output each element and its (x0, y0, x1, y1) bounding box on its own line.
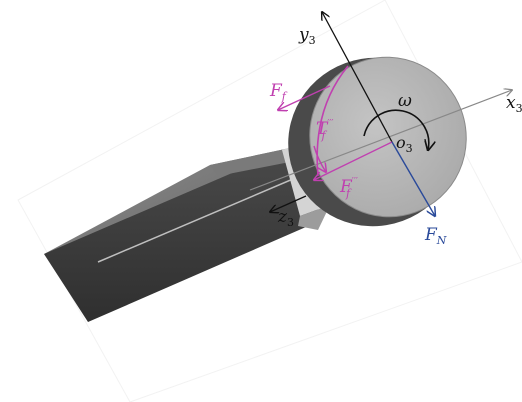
z3-axis (270, 195, 307, 212)
origin-label: o3 (396, 133, 413, 155)
x3-axis (249, 90, 512, 191)
friction-force-arrow (278, 85, 331, 110)
beam-centerline (97, 175, 301, 263)
beam-end-face (210, 148, 300, 176)
omega-rotation-arrow (363, 109, 429, 150)
x3-label: x3 (506, 93, 522, 115)
y3-label: y3 (298, 25, 316, 47)
friction-force-label: Ff (269, 81, 288, 103)
joint-neck-shadow (298, 205, 330, 230)
friction-force-3-label: F′′′f (339, 177, 358, 200)
omega-label: ω (398, 91, 412, 111)
normal-force-label: FN (424, 225, 447, 247)
z3-label: z3 (277, 207, 294, 229)
normal-force-arrow (391, 141, 435, 216)
torque-arrow (313, 145, 326, 172)
friction-force-3-arrow (314, 141, 393, 180)
y3-axis (322, 12, 393, 143)
torque-label: T′′′f (316, 119, 333, 142)
beam-side-face (44, 148, 322, 322)
